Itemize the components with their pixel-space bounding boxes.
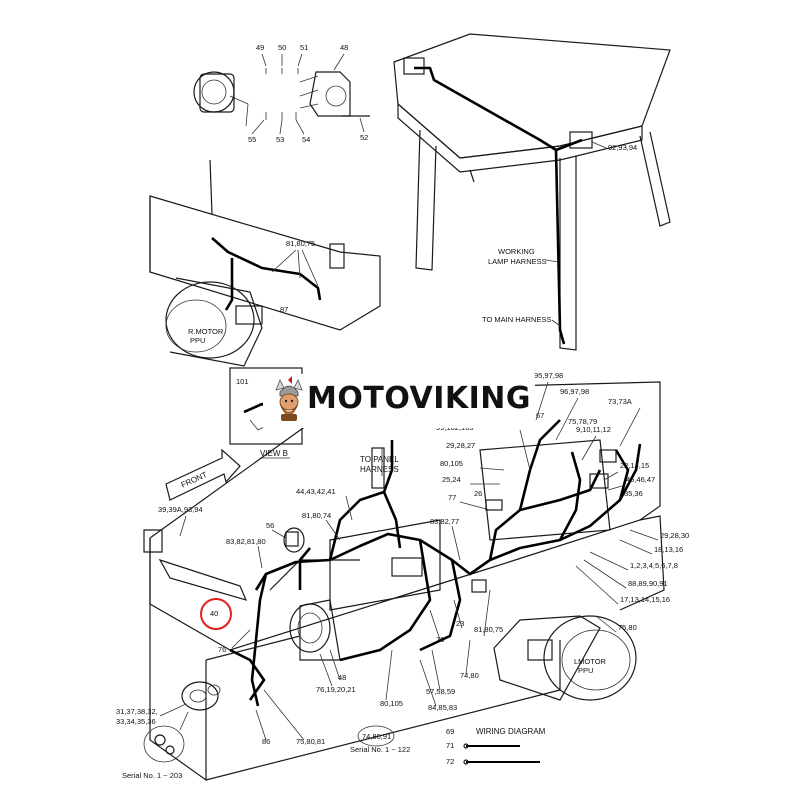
label-101: 101 bbox=[236, 377, 249, 386]
drive-hub-left bbox=[289, 603, 331, 653]
label-serial-203: Serial No. 1 ~ 203 bbox=[122, 771, 182, 780]
label-lmotor-1: LMOTOR bbox=[574, 657, 607, 666]
label-23: 23 bbox=[456, 619, 464, 628]
front-arrow bbox=[165, 448, 241, 501]
label-rmotor-2: PPU bbox=[190, 336, 205, 345]
label-33-34-35-36: 33,34,35,36 bbox=[116, 717, 156, 726]
label-18-13-16: 18,13,16 bbox=[654, 545, 683, 554]
highlight-circle bbox=[200, 598, 232, 630]
viking-mascot-icon bbox=[275, 376, 303, 421]
label-72: 72 bbox=[446, 757, 454, 766]
watermark-backdrop bbox=[263, 374, 535, 428]
label-53: 53 bbox=[276, 135, 284, 144]
label-35-36: 35,36 bbox=[624, 489, 643, 498]
label-80-105-b: 80,105 bbox=[380, 699, 403, 708]
rmotor-assembly bbox=[149, 159, 381, 367]
label-54: 54 bbox=[302, 135, 310, 144]
label-view-b: VIEW B bbox=[260, 449, 288, 458]
label-serial-122: Serial No. 1 ~ 122 bbox=[350, 745, 410, 754]
label-84-85-83: 84,85,83 bbox=[428, 703, 457, 712]
label-75-80-81: 75,80,81 bbox=[296, 737, 325, 746]
label-31-37-38-32: 31,37,38,32, bbox=[116, 707, 158, 716]
label-86: 86 bbox=[262, 737, 270, 746]
label-95-97-98: 95,97,98 bbox=[534, 371, 563, 380]
motor-parts-detail bbox=[193, 68, 370, 127]
label-74-80-a: 74,80 bbox=[460, 671, 479, 680]
label-81-80-75-b: 81,80,75 bbox=[474, 625, 503, 634]
brand-logo-text: MOTOVIKING bbox=[307, 381, 532, 416]
label-to-main-harness: TO MAIN HARNESS bbox=[482, 315, 551, 324]
label-44-43-42-41: 44,43,42,41 bbox=[296, 487, 336, 496]
label-51: 51 bbox=[300, 43, 308, 52]
label-69: 69 bbox=[446, 727, 454, 736]
label-front: FRONT bbox=[180, 470, 209, 489]
label-88-89-90-91: 88,89,90,91 bbox=[628, 579, 668, 588]
label-9-10-11-12: 9,10,11,12 bbox=[576, 425, 611, 434]
serial-203-callout bbox=[143, 725, 185, 763]
label-73-73a: 73,73A bbox=[608, 397, 632, 406]
label-17-13-16: 17,13,14,15,16 bbox=[620, 595, 670, 604]
lmotor-assembly bbox=[493, 615, 637, 701]
label-1-8: 1,2,3,4,5,6,7,8 bbox=[630, 561, 678, 570]
label-lmotor-2: PPU bbox=[578, 666, 593, 675]
label-67: 67 bbox=[536, 411, 544, 420]
label-working-lamp-1: WORKING bbox=[498, 247, 535, 256]
serial-122-callout bbox=[357, 725, 395, 747]
label-29-28-27: 29,28,27 bbox=[446, 441, 475, 450]
label-rmotor-1: R.MOTOR bbox=[188, 327, 224, 336]
label-working-lamp-2: LAMP HARNESS bbox=[488, 257, 547, 266]
label-76: 76 bbox=[218, 645, 226, 654]
label-71: 71 bbox=[446, 741, 454, 750]
label-wiring-diagram: WIRING DIAGRAM bbox=[476, 727, 546, 736]
label-83-82-81-80: 83,82,81,80 bbox=[226, 537, 266, 546]
label-to-panel-1: TO PANEL bbox=[360, 455, 399, 464]
label-to-panel-2: HARNESS bbox=[360, 465, 399, 474]
label-81-80-74: 81,80,74 bbox=[302, 511, 331, 520]
label-92-93-94: 92,93,94 bbox=[608, 143, 637, 152]
label-57-58-59: 57,58,59 bbox=[426, 687, 455, 696]
label-76-19-20-21: 76,19,20,21 bbox=[316, 685, 356, 694]
label-81-80-75-a: 81,80,75 bbox=[286, 239, 315, 248]
label-80-105-a: 80,105 bbox=[440, 459, 463, 468]
label-22-14-15: 22,14,15 bbox=[620, 461, 649, 470]
label-77: 77 bbox=[448, 493, 456, 502]
label-48-b: 48 bbox=[338, 673, 346, 682]
truck-frame bbox=[143, 381, 665, 782]
label-96-97-98: 96,97,98 bbox=[560, 387, 589, 396]
label-83-82-77: 83,82,77 bbox=[430, 517, 459, 526]
label-39-39a-93-94: 39,39A,93,94 bbox=[158, 505, 203, 514]
label-50: 50 bbox=[278, 43, 286, 52]
label-26: 26 bbox=[474, 489, 482, 498]
label-45-46-47: 45,46,47 bbox=[626, 475, 655, 484]
label-52: 52 bbox=[360, 133, 368, 142]
label-25-24: 25,24 bbox=[442, 475, 461, 484]
label-74-80-91: 74,80,91 bbox=[362, 732, 391, 741]
label-75-78-79: 75,78,79 bbox=[568, 417, 597, 426]
label-49: 49 bbox=[256, 43, 264, 52]
label-40: 40 bbox=[210, 609, 218, 618]
label-56: 56 bbox=[266, 521, 274, 530]
label-48: 48 bbox=[340, 43, 348, 52]
overhead-guard bbox=[393, 33, 671, 351]
label-55: 55 bbox=[248, 135, 256, 144]
label-87: 87 bbox=[280, 305, 288, 314]
label-29-28-30: 29,28,30 bbox=[660, 531, 689, 540]
label-75-80: 75,80 bbox=[618, 623, 637, 632]
battery-connector bbox=[181, 681, 219, 711]
